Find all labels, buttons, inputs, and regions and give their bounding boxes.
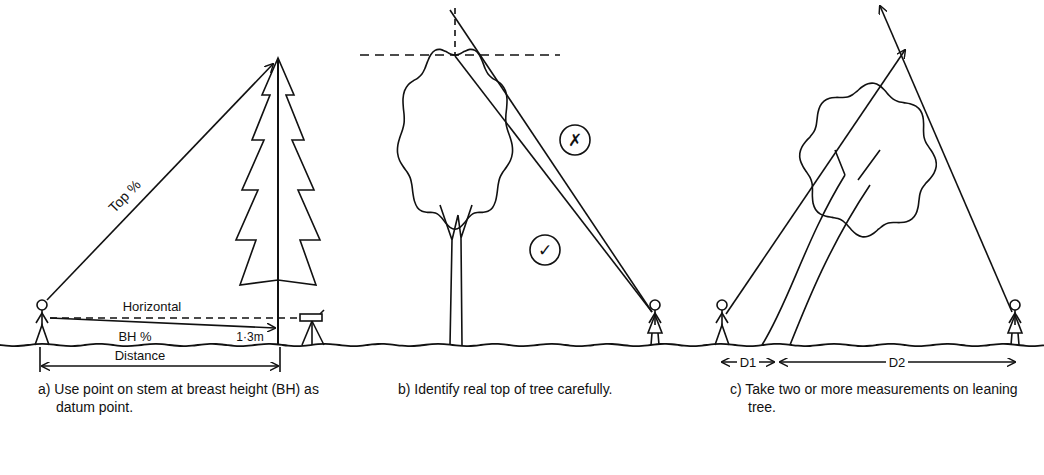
dimension-tick bbox=[279, 347, 281, 372]
drawing-stroke bbox=[35, 325, 49, 345]
dimension-label: 1·3m bbox=[236, 330, 263, 344]
person bbox=[1008, 300, 1022, 345]
drawing-stroke bbox=[715, 325, 729, 345]
drawing-stroke bbox=[650, 300, 660, 310]
caption: c) Take two or more measurements on lean… bbox=[730, 380, 1028, 416]
dimension-label: Top % bbox=[105, 176, 144, 215]
check-mark: ✓ bbox=[538, 240, 552, 260]
drawing-stroke bbox=[716, 313, 728, 323]
person bbox=[715, 300, 729, 345]
person bbox=[648, 300, 662, 345]
drawing-stroke bbox=[1008, 315, 1022, 333]
tripod-leg bbox=[302, 321, 312, 345]
dimension-label: Distance bbox=[115, 348, 166, 363]
conifer-stem bbox=[277, 58, 279, 345]
drawing-stroke bbox=[1011, 333, 1019, 345]
drawing-stroke bbox=[651, 333, 659, 345]
person bbox=[35, 300, 49, 345]
drawing-stroke bbox=[36, 313, 48, 323]
tree-trunk bbox=[440, 205, 472, 345]
bh-sight-line bbox=[50, 318, 275, 328]
tripod-leg bbox=[311, 321, 313, 345]
clinometer bbox=[300, 314, 322, 321]
dimension-label: D1 bbox=[737, 355, 760, 370]
dimension-label: Horizontal bbox=[123, 299, 182, 314]
clinometer bbox=[320, 310, 324, 314]
tree-crown bbox=[800, 83, 937, 237]
ground-line bbox=[0, 344, 1044, 346]
leaning-trunk bbox=[762, 150, 880, 345]
dimension-label: BH % bbox=[118, 329, 151, 344]
conifer-crown bbox=[236, 58, 320, 285]
tree-crown bbox=[800, 83, 937, 237]
panel-b bbox=[360, 8, 652, 345]
panel-c bbox=[722, 6, 1015, 362]
sight-line bbox=[880, 6, 1012, 312]
ground-line bbox=[0, 344, 1044, 346]
tripod-leg bbox=[312, 321, 324, 345]
drawing-stroke bbox=[37, 300, 47, 310]
mark-circle bbox=[560, 125, 590, 155]
drawing-stroke bbox=[648, 315, 662, 333]
drawing-stroke bbox=[717, 300, 727, 310]
panel-a bbox=[40, 58, 324, 372]
top-sight-line bbox=[47, 64, 273, 300]
dimension-tick bbox=[39, 347, 41, 372]
correct-sight-line bbox=[455, 56, 652, 312]
top-vertical-line bbox=[454, 8, 456, 55]
people bbox=[35, 300, 1022, 345]
distance-line bbox=[42, 365, 278, 367]
caption: b) Identify real top of tree carefully. bbox=[398, 380, 686, 398]
mark-circle bbox=[530, 235, 560, 265]
drawing-stroke bbox=[1010, 300, 1020, 310]
dimension-label: D2 bbox=[886, 355, 909, 370]
wrong-sight-line bbox=[450, 10, 652, 312]
sight-line bbox=[726, 50, 905, 314]
horizontal-line bbox=[50, 317, 298, 319]
top-level-line bbox=[360, 54, 560, 56]
caption: a) Use point on stem at breast height (B… bbox=[38, 380, 356, 416]
check-mark: ✗ bbox=[568, 130, 582, 150]
